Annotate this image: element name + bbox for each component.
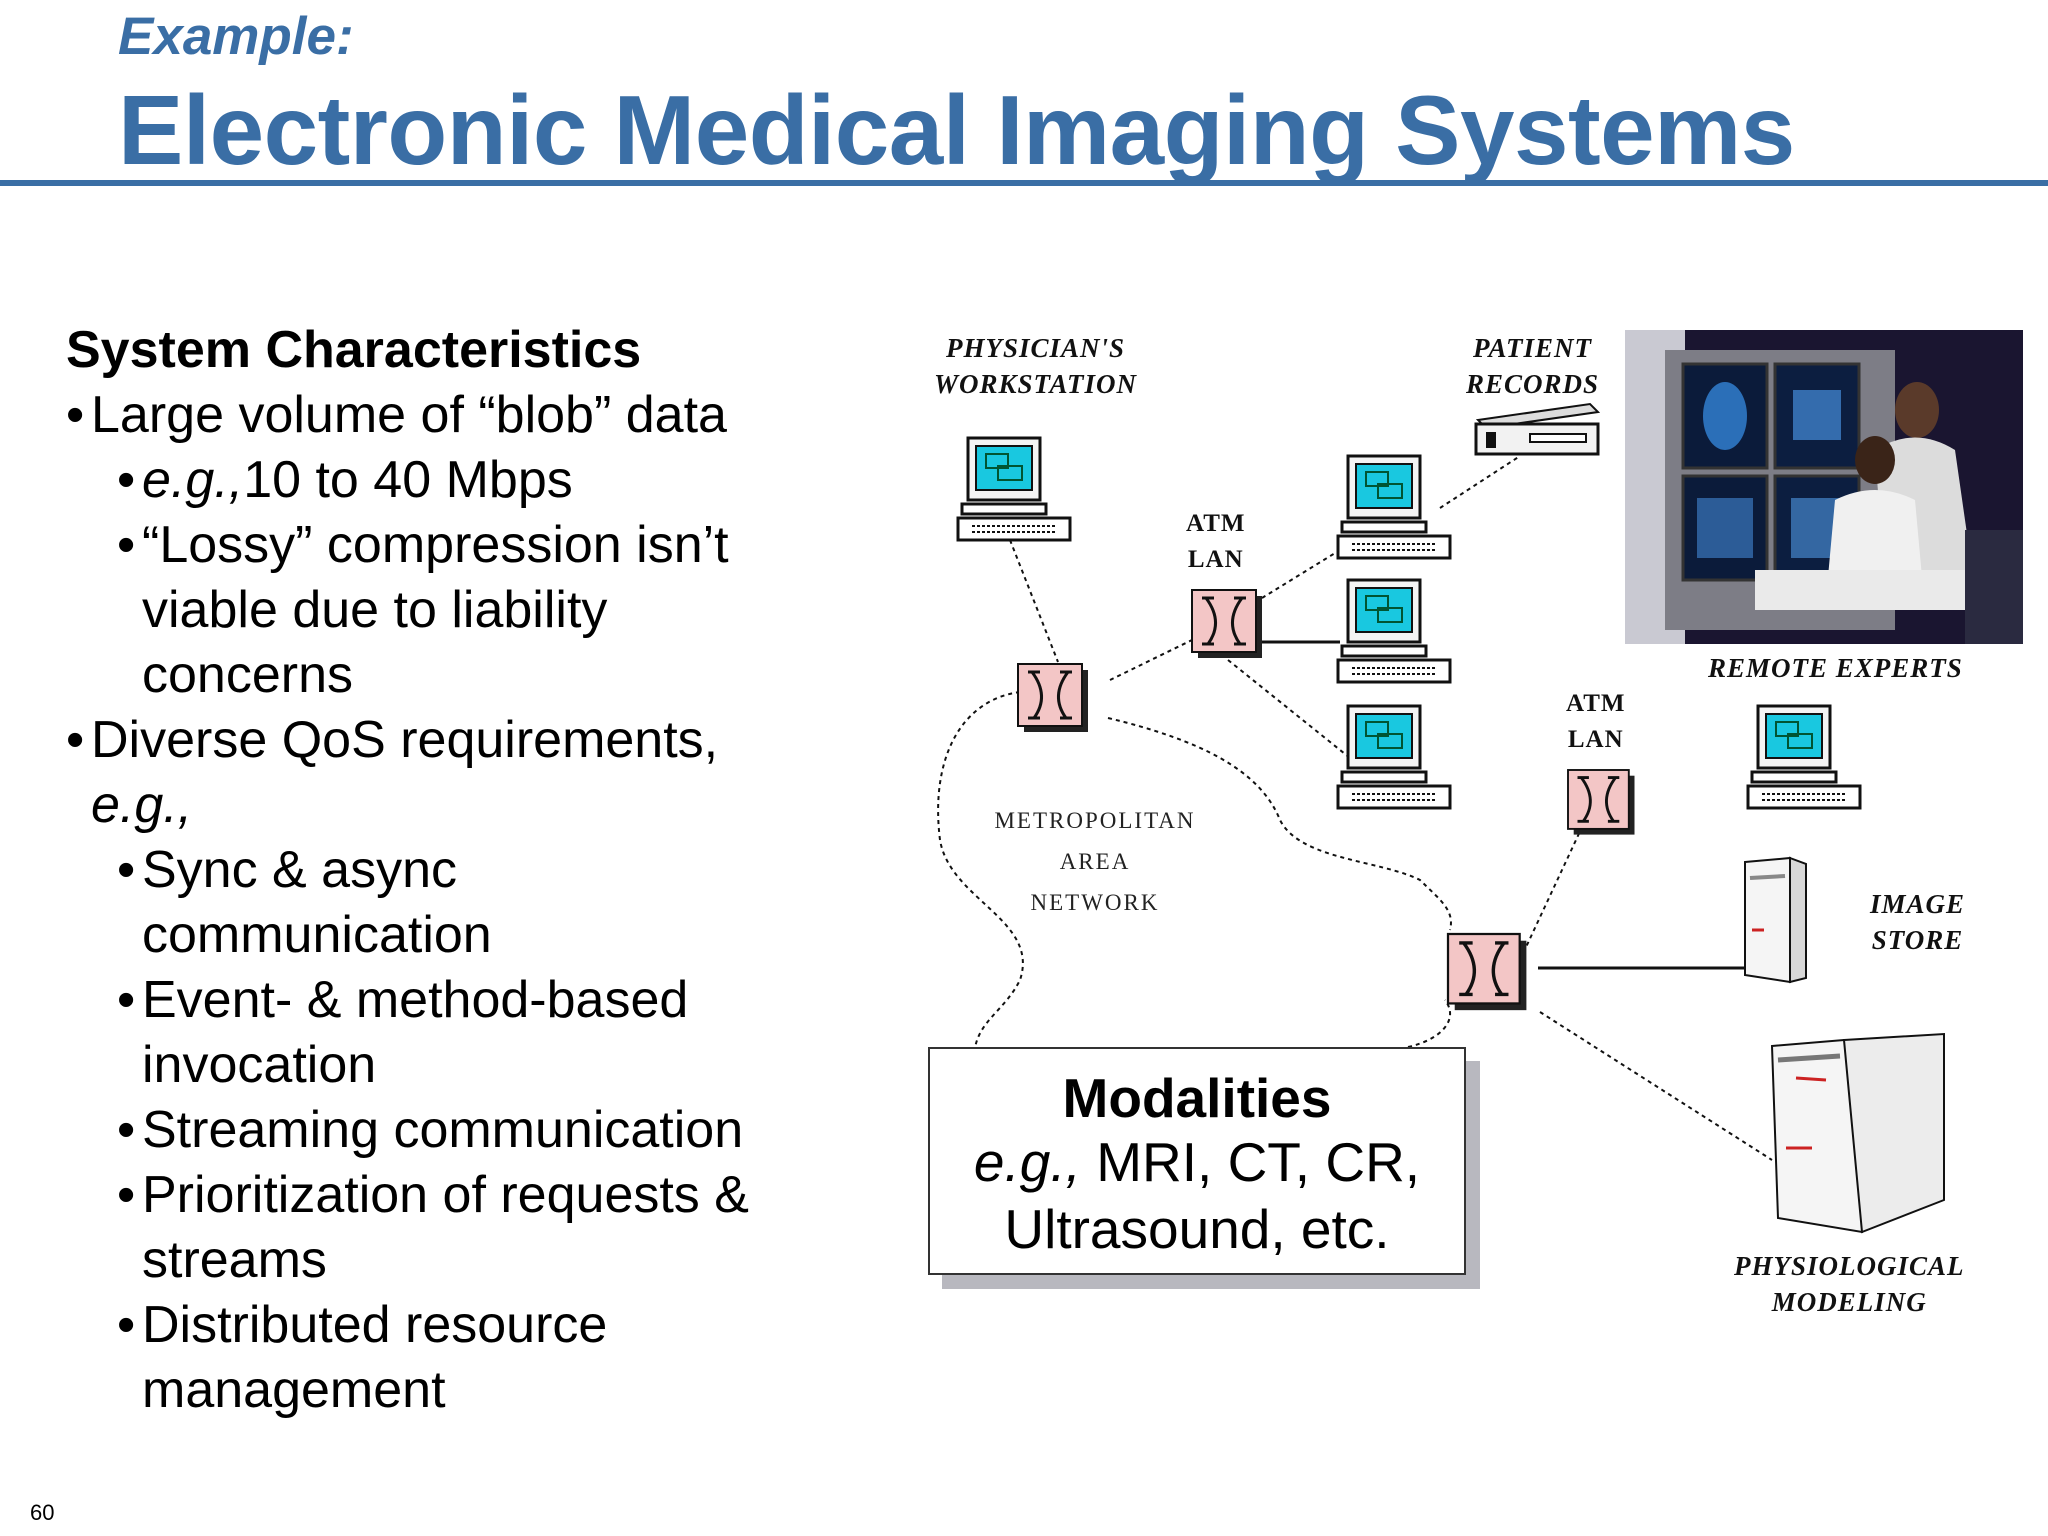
patient-records-label: PATIENT RECORDS [1466,333,1600,399]
list-item: •Large volume of “blob” data [66,386,727,444]
lan-workstation-1-icon [1336,454,1452,560]
modalities-box: Modalities e.g., MRI, CT, CR, Ultrasound… [928,1047,1466,1275]
characteristics-list: System Characteristics •Large volume of … [66,318,866,1423]
list-item: streams [142,1231,327,1289]
physician-workstation-icon [956,436,1072,542]
list-item: invocation [142,1036,377,1094]
hub-switch-icon [1446,932,1529,1012]
image-store-label: IMAGE STORE [1870,889,1966,955]
atm-lan-1-label: ATM LAN [1186,510,1246,573]
page-number: 60 [30,1500,55,1525]
slide-title: Electronic Medical Imaging Systems [118,75,1795,185]
modalities-line-1: e.g., MRI, CT, CR, [973,1131,1421,1193]
list-item: •“Lossy” compression isn’t [117,516,729,574]
list-item: •Streaming communication [117,1101,744,1159]
modalities-line-2: Ultrasound, etc. [1004,1198,1390,1260]
network-links [937,455,1773,1161]
remote-expert-workstation-icon [1746,704,1862,810]
remote-experts-photo [1625,330,2023,644]
lan-workstation-3-icon [1336,704,1452,810]
list-item: •Prioritization of requests & [117,1166,749,1224]
list-item: e.g., [91,776,193,834]
title-rule [0,180,2048,186]
list-item: •Diverse QoS requirements, [66,711,719,769]
remote-experts-label: REMOTE EXPERTS [1708,653,1963,683]
list-item: management [142,1361,446,1419]
list-item: communication [142,906,492,964]
metropolitan-network-label: METROPOLITAN AREA NETWORK [994,808,1196,915]
metro-switch-icon [1016,662,1090,734]
physicians-workstation-label: PHYSICIAN'S WORKSTATION [934,333,1138,399]
modalities-title: Modalities [1062,1067,1332,1129]
physiological-modeling-tower-icon [1770,1032,1945,1234]
list-item: •Sync & async [117,841,458,899]
list-item: viable due to liability [142,581,608,639]
slide-subtitle: Example: [118,7,354,66]
section-heading: System Characteristics [66,321,642,379]
patient-records-server-icon [1474,402,1601,456]
list-item: •Distributed resource [117,1296,608,1354]
atm-lan-2-switch-icon [1566,768,1636,837]
list-item: •e.g.,10 to 40 Mbps [117,451,573,509]
list-item: •Event- & method-based [117,971,689,1029]
lan-workstation-2-icon [1336,578,1452,684]
atm-lan-2-label: ATM LAN [1566,690,1626,753]
network-solid-links [1262,640,1745,970]
physiological-modeling-label: PHYSIOLOGICAL MODELING [1734,1251,1965,1317]
list-item: concerns [142,646,353,704]
atm-lan-1-switch-icon [1190,588,1264,660]
image-store-tower-icon [1744,856,1807,984]
